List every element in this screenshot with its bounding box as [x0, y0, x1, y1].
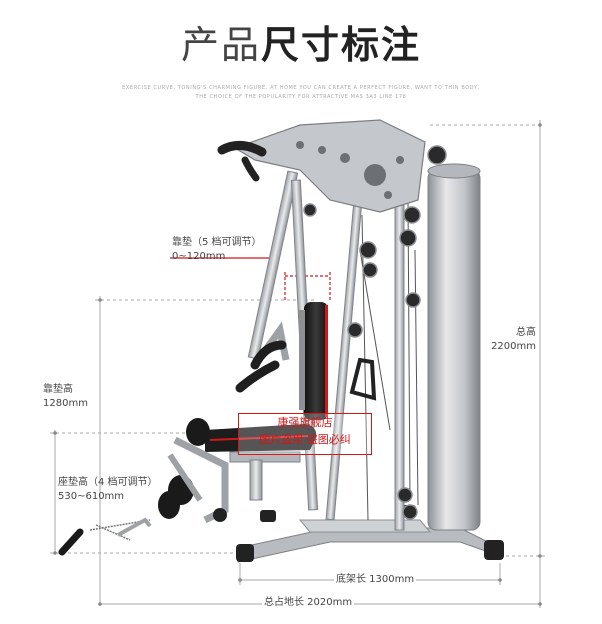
total-height-value: 2200mm [491, 341, 536, 352]
seat-pad [205, 424, 317, 501]
top-handles [217, 141, 267, 182]
dimension-lines [50, 120, 545, 608]
low-pulley-handle [58, 517, 152, 556]
total-height-label: 总高 [516, 327, 536, 338]
cables [359, 199, 419, 521]
backrest-adjust-indicator [170, 257, 331, 300]
backrest-adjust-label: 靠垫（5 档可调节） [172, 237, 262, 248]
pulleys [303, 145, 447, 520]
title-light: 产品 [180, 23, 261, 67]
weight-stack-column [427, 163, 481, 531]
total-length-label: 总占地长 2020mm [262, 596, 355, 610]
backrest-height-value: 1280mm [43, 398, 88, 409]
chest-press-arm [235, 321, 290, 393]
dimension-ticks [53, 123, 542, 606]
press-arm-plate [233, 119, 426, 213]
leg-extension [158, 418, 229, 524]
backrest-pad [299, 302, 328, 420]
subtitle-line-2: THE CHOICE OF THE POPULARITY FOR ATTRACT… [195, 94, 407, 100]
watermark-line-2: 图片盗用 盗图必纠 [259, 433, 351, 446]
stirrup-handle [349, 357, 377, 401]
seat-height-label: 座垫高（4 档可调节） [58, 477, 158, 488]
store-watermark: 康强旗舰店 图片盗用 盗图必纠 [238, 413, 372, 455]
watermark-line-1: 康强旗舰店 [277, 416, 333, 429]
frame-length-label: 底架长 1300mm [334, 573, 417, 587]
seat-height-value: 530~610mm [58, 491, 125, 502]
backrest-adjust-value: 0~120mm [172, 251, 226, 262]
backrest-height-label: 靠垫高 [43, 384, 73, 395]
title-bold: 尺寸标注 [261, 23, 422, 67]
subtitle-line-1: EXERCISE CURVE, TONING'S CHARMING FIGURE… [122, 85, 480, 91]
page-title: 产品尺寸标注 [0, 14, 602, 69]
